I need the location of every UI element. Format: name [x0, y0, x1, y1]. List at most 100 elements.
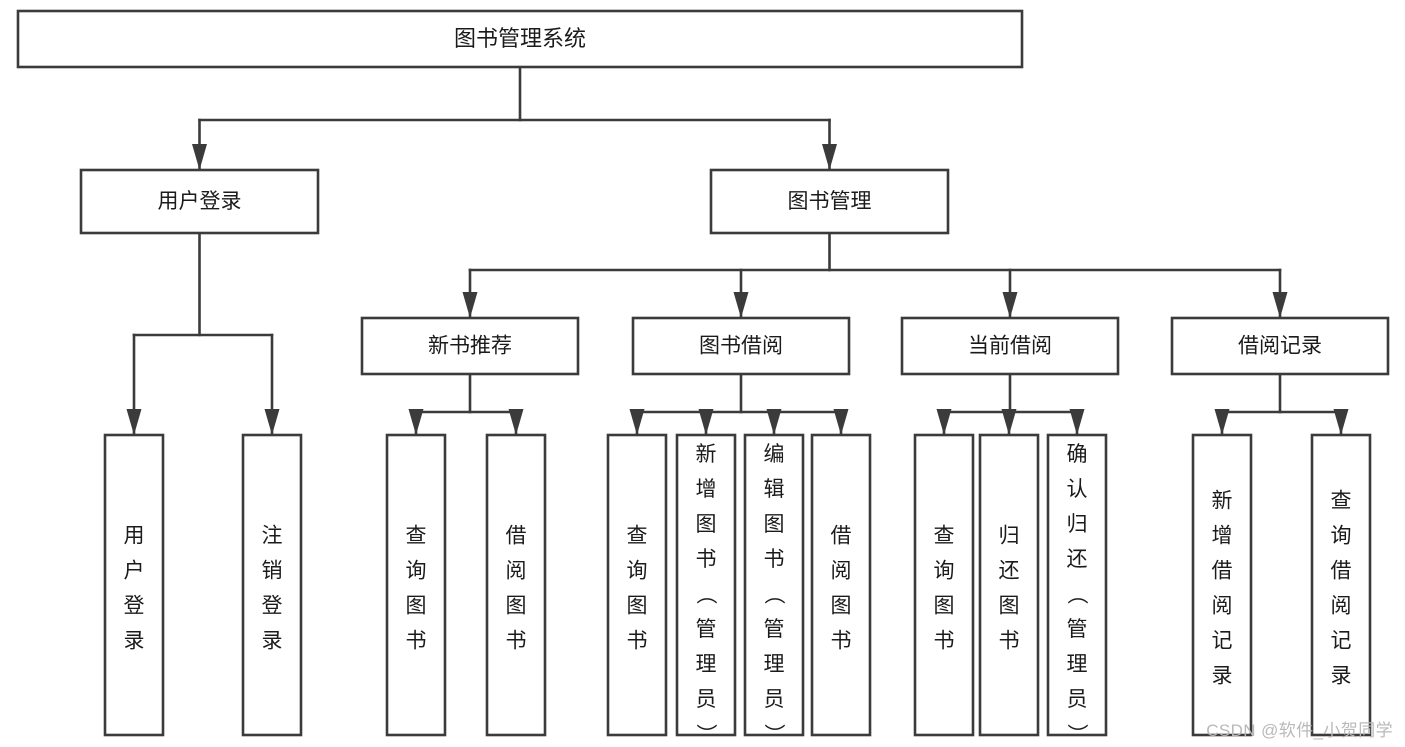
arrow-head-icon-root-1	[822, 144, 837, 170]
svg-text:管: 管	[696, 618, 717, 641]
node-leaf-logout-box	[241, 433, 303, 737]
arrow-head-icon-user-login-0	[126, 409, 142, 435]
node-borrow-record-label: 借阅记录	[1238, 335, 1322, 358]
svg-text:新: 新	[696, 443, 717, 466]
svg-text:认: 认	[1067, 478, 1088, 501]
svg-text:记: 记	[1331, 629, 1352, 652]
node-book-borrow-label: 图书借阅	[699, 335, 783, 358]
arrow-head-icon-book-borrow-2	[766, 409, 782, 435]
svg-text:管: 管	[764, 618, 785, 641]
node-book-manage[interactable]: 图书管理	[709, 168, 950, 235]
svg-text:）: ）	[694, 724, 717, 745]
svg-text:借: 借	[1212, 559, 1233, 582]
svg-text:户: 户	[124, 559, 145, 582]
svg-text:员: 员	[764, 688, 785, 711]
arrow-head-icon-new-book-recommend-0	[408, 409, 424, 435]
svg-text:图: 图	[999, 594, 1020, 617]
arrow-head-icon-current-borrow-0	[936, 409, 952, 435]
arrow-head-icon-root-0	[192, 144, 207, 170]
svg-text:记: 记	[1212, 629, 1233, 652]
svg-text:（: （	[694, 584, 717, 605]
node-leaf-query-book-2-box	[606, 433, 668, 737]
svg-text:书: 书	[999, 629, 1020, 652]
svg-text:（: （	[1065, 584, 1088, 605]
svg-text:查: 查	[406, 524, 427, 547]
svg-text:图: 图	[506, 594, 527, 617]
arrow-head-icon-borrow-record-0	[1214, 409, 1230, 435]
svg-text:增: 增	[1212, 524, 1233, 547]
svg-text:询: 询	[934, 559, 955, 582]
node-root-system-box	[16, 9, 1024, 69]
svg-text:录: 录	[124, 629, 145, 652]
node-user-login-box	[79, 168, 320, 235]
connectors-layer	[126, 65, 1349, 436]
svg-text:查: 查	[934, 524, 955, 547]
svg-text:销: 销	[262, 559, 283, 582]
svg-text:录: 录	[1212, 664, 1233, 687]
arrow-head-icon-current-borrow-1	[1001, 409, 1017, 435]
svg-text:登: 登	[124, 594, 145, 617]
node-leaf-return-book-box	[978, 433, 1040, 737]
node-leaf-borrow-book-2-box	[810, 433, 872, 737]
arrow-head-icon-book-manage-2	[1002, 292, 1018, 318]
svg-text:理: 理	[696, 653, 717, 676]
svg-text:查: 查	[627, 524, 648, 547]
node-root-system[interactable]: 图书管理系统	[16, 9, 1024, 69]
node-borrow-record[interactable]: 借阅记录	[1170, 316, 1390, 376]
node-leaf-user-login[interactable]: 用户登录	[103, 433, 165, 737]
arrow-head-icon-book-manage-1	[733, 292, 749, 318]
node-book-manage-label: 图书管理	[788, 190, 872, 213]
node-book-borrow[interactable]: 图书借阅	[631, 316, 851, 376]
node-current-borrow[interactable]: 当前借阅	[900, 316, 1120, 376]
svg-text:登: 登	[262, 594, 283, 617]
svg-text:书: 书	[934, 629, 955, 652]
node-book-manage-box	[709, 168, 950, 235]
node-leaf-user-login-box	[103, 433, 165, 737]
arrow-head-icon-book-borrow-1	[698, 409, 714, 435]
svg-text:图: 图	[764, 513, 785, 536]
svg-text:借: 借	[1331, 559, 1352, 582]
svg-text:书: 书	[406, 629, 427, 652]
svg-text:辑: 辑	[764, 478, 785, 501]
svg-text:询: 询	[406, 559, 427, 582]
nodes-layer: 图书管理系统用户登录图书管理新书推荐图书借阅当前借阅借阅记录用户登录注销登录查询…	[16, 9, 1390, 745]
svg-text:借: 借	[506, 524, 527, 547]
arrow-head-icon-new-book-recommend-1	[508, 409, 524, 435]
node-user-login-label: 用户登录	[158, 190, 242, 213]
svg-text:图: 图	[934, 594, 955, 617]
svg-text:借: 借	[831, 524, 852, 547]
node-new-book-recommend[interactable]: 新书推荐	[360, 316, 580, 376]
svg-text:书: 书	[696, 548, 717, 571]
svg-text:）: ）	[762, 724, 785, 745]
svg-text:确: 确	[1067, 443, 1088, 466]
svg-text:员: 员	[1067, 688, 1088, 711]
node-borrow-record-box	[1170, 316, 1390, 376]
svg-text:归: 归	[1067, 513, 1088, 536]
node-leaf-query-record-box	[1310, 433, 1372, 737]
node-user-login[interactable]: 用户登录	[79, 168, 320, 235]
arrow-head-icon-current-borrow-2	[1069, 409, 1085, 435]
arrow-head-icon-book-manage-3	[1272, 292, 1288, 318]
